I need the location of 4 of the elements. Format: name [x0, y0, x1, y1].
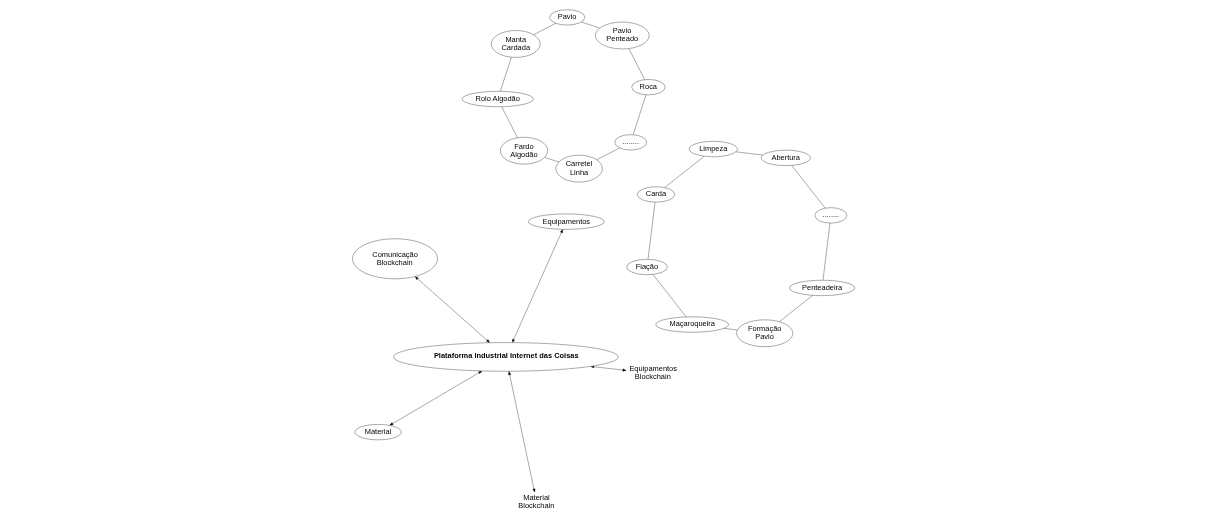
arrow	[511, 229, 563, 343]
arrow	[389, 370, 482, 426]
arrow	[507, 371, 535, 493]
arrow	[414, 276, 490, 343]
